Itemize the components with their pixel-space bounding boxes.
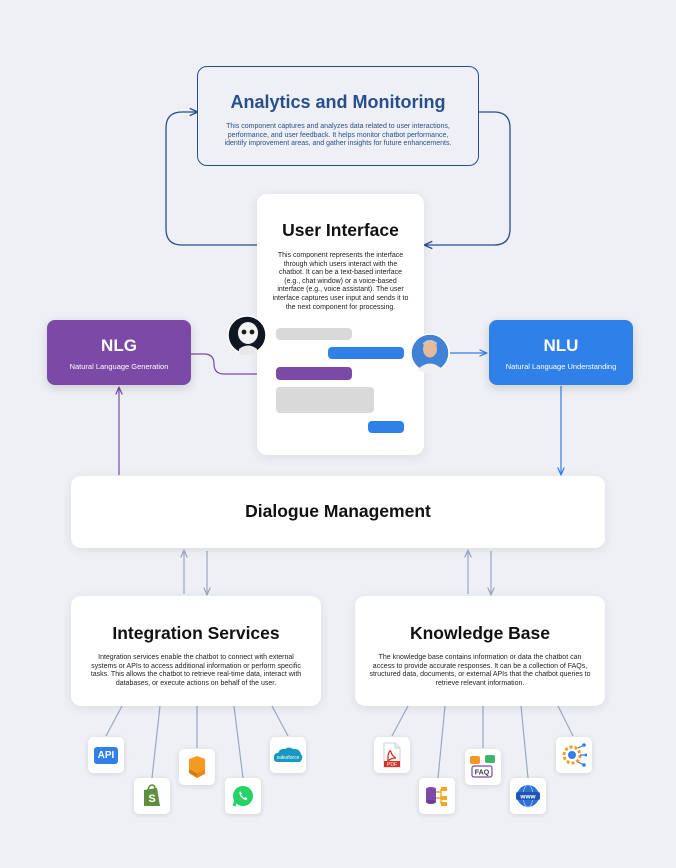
salesforce-label: salesforce: [277, 755, 300, 761]
user-avatar: [410, 333, 450, 373]
user-interface-card: User Interface This component represents…: [257, 194, 424, 455]
api-icon-label: API: [93, 746, 119, 764]
integration-services-description: Integration services enable the chatbot …: [90, 654, 302, 687]
knowledge-base-title: Knowledge Base: [409, 623, 551, 643]
nlu-box: NLU Natural Language Understanding: [489, 320, 633, 385]
nlu-subtitle: Natural Language Understanding: [505, 362, 617, 371]
user-message-bubble: [328, 347, 404, 359]
user-interface-title: User Interface: [282, 220, 399, 240]
faq-icon: FAQ: [465, 749, 501, 785]
whatsapp-icon: [225, 778, 261, 814]
nlg-subtitle: Natural Language Generation: [69, 362, 169, 371]
globe-www-icon: www: [510, 778, 546, 814]
nlg-title: NLG: [101, 336, 137, 355]
database-icon: [419, 778, 455, 814]
bot-message-bubble-large: [276, 387, 374, 413]
bot-message-bubble: [276, 328, 352, 340]
dialogue-management-title: Dialogue Management: [245, 501, 431, 521]
shopify-icon: S: [134, 778, 170, 814]
pdf-label: PDF: [387, 762, 397, 768]
analytics-title: Analytics and Monitoring: [230, 92, 446, 112]
knowledge-icon-leads: [391, 705, 574, 779]
analytics-box: Analytics and Monitoring This component …: [197, 66, 479, 166]
svg-text:S: S: [148, 793, 155, 805]
ai-gear-network-icon: [556, 737, 592, 773]
knowledge-base-description: The knowledge base contains information …: [369, 654, 591, 687]
integration-icon-leads: [105, 705, 289, 779]
analytics-to-ui-arrow: [425, 111, 511, 245]
nlg-box: NLG Natural Language Generation: [47, 320, 191, 385]
message-bubble-icon: [179, 749, 215, 785]
integration-services-title: Integration Services: [112, 623, 280, 643]
robot-avatar: [227, 315, 267, 355]
user-interface-description: This component represents the interface …: [272, 252, 409, 311]
salesforce-icon: salesforce: [270, 737, 306, 773]
nlu-title: NLU: [543, 336, 579, 355]
integration-services-card: Integration Services Integration service…: [71, 596, 321, 706]
dialogue-management-card: Dialogue Management: [71, 476, 605, 548]
analytics-description: This component captures and analyzes dat…: [224, 123, 452, 148]
nlg-to-chat-arrow: [191, 353, 273, 374]
api-icon: API: [88, 737, 124, 773]
ui-to-analytics-arrow: [165, 112, 257, 246]
pdf-icon: PDF: [374, 737, 410, 773]
generated-message-bubble: [276, 367, 352, 380]
knowledge-base-card: Knowledge Base The knowledge base contai…: [355, 596, 605, 706]
user-message-bubble-small: [368, 421, 404, 433]
faq-label: FAQ: [475, 770, 490, 777]
www-label: www: [519, 794, 536, 801]
